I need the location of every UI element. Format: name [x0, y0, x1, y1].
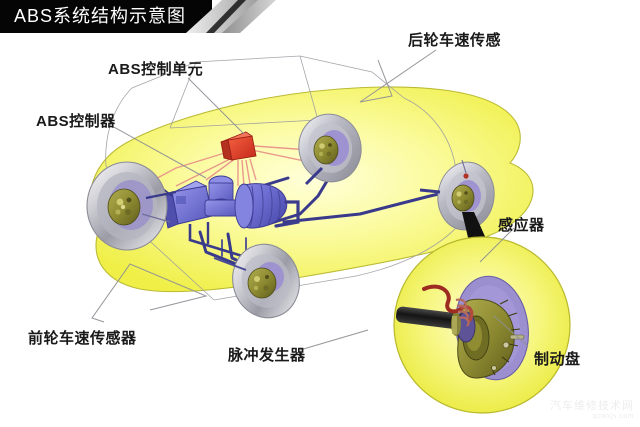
title-banner — [0, 0, 276, 33]
leader-brake-disc — [493, 315, 529, 347]
watermark-text: 汽车维修技术网 — [550, 400, 634, 413]
wheel-front-left — [86, 161, 177, 251]
abs-control-unit-box — [220, 131, 257, 161]
leader-inductor — [479, 227, 515, 263]
leader-front-wheel-sensor — [91, 263, 208, 323]
hydraulic-modulator-assembly — [157, 175, 300, 264]
label-pulse-generator: 脉冲发生器 — [228, 347, 306, 364]
label-leader-lines — [91, 49, 529, 351]
vacuum-brake-booster — [234, 183, 288, 229]
label-abs-control-unit: ABS控制单元 — [108, 61, 204, 78]
leader-pulse-generator — [299, 329, 369, 351]
control-unit-wiring — [149, 145, 352, 187]
leader-abs-controller — [111, 125, 207, 179]
label-rear-wheel-speed-sensor: 后轮车速传感 — [408, 32, 502, 49]
axle-shaft — [395, 306, 476, 343]
watermark-subtext: qcwxjs.com — [592, 412, 634, 420]
wheel-rear-right — [419, 159, 495, 231]
label-inductor-sensor: 感应器 — [498, 217, 545, 234]
leader-abs-control-unit — [187, 77, 245, 135]
watermark: 汽车维修技术网 qcwxjs.com — [550, 400, 634, 421]
detail-circle-magnifier — [393, 236, 571, 414]
label-brake-disc: 制动盘 — [534, 351, 581, 368]
wheel-rear-left — [298, 113, 362, 186]
brake-master-cylinder — [204, 175, 242, 217]
label-front-wheel-speed-sensor: 前轮车速传感器 — [28, 330, 137, 347]
leader-rear-wheel-sensor — [359, 49, 437, 103]
page-title: ABS系统结构示意图 — [14, 6, 187, 26]
wheel-front-right — [213, 243, 300, 319]
label-abs-controller: ABS控制器 — [36, 113, 116, 130]
